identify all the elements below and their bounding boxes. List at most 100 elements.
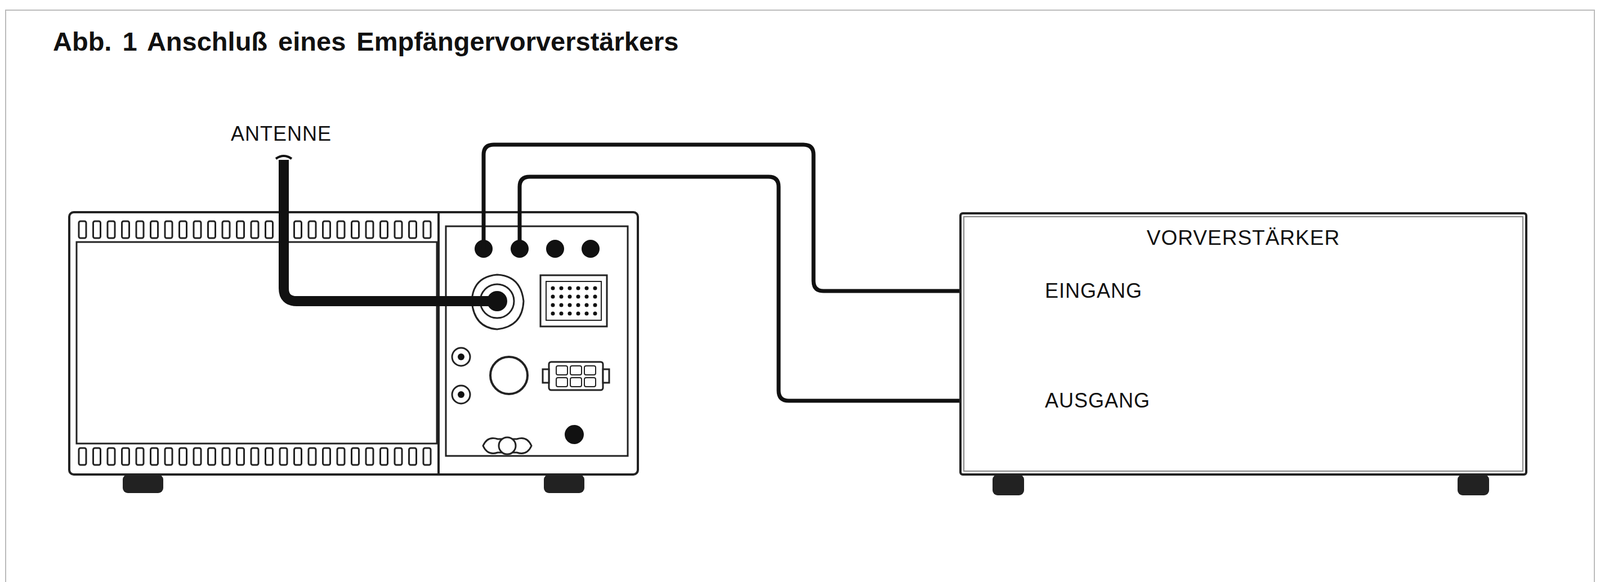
vent-slot [208,221,216,239]
connector-pin [551,286,556,291]
vent-slot [136,221,144,239]
vent-slots [78,448,431,466]
connector-pin [593,311,598,316]
connector-pin [576,295,581,299]
antenna-cable [275,155,292,159]
vent-slot [394,221,402,239]
vent-slot [93,221,101,239]
vent-slot [78,448,87,466]
vent-slot [237,448,245,466]
vent-slot [294,448,302,466]
connector-pin [584,303,589,308]
rear-sockets [581,239,600,258]
power-connector [584,365,596,375]
power-connector [602,369,610,383]
vent-slot [351,221,360,239]
panel-jacks [490,356,528,395]
vent-slot [222,221,230,239]
vent-slot [323,221,331,239]
vent-slot [78,221,87,239]
transceiver [69,212,638,475]
antenna-cable [486,291,508,312]
vent-slot [279,448,288,466]
panel-jacks [452,385,471,404]
multipin-connector [540,275,607,327]
connector-pin [584,295,589,299]
panel-jacks [452,347,471,366]
vent-slot [265,448,274,466]
vent-slot [179,221,187,239]
connector-pin [559,286,564,291]
ground-terminal [498,437,516,455]
panel-jacks [457,391,465,399]
power-connector [570,377,582,387]
ground-terminal [483,425,584,455]
multipin-connector [540,275,607,327]
page-frame [5,10,1595,582]
panel-jacks [452,347,528,404]
connector-pin [551,311,556,316]
connector-pin [568,295,572,299]
connector-pin [576,303,581,308]
vent-slot [107,221,115,239]
connector-pin [593,286,598,291]
vent-slot [423,448,431,466]
signal-wire [483,144,1024,292]
vent-slot [251,221,259,239]
connector-pin [576,311,581,316]
cable-label: ANTENNE [230,122,332,146]
connector-pin [584,311,589,316]
vent-slot [122,448,130,466]
preamp-feet [992,474,1025,496]
vent-slot [179,448,187,466]
antenna-cable [275,155,508,312]
rear-sockets [474,239,600,258]
transceiver [69,212,638,494]
vent-slot [365,448,374,466]
vent-slot [380,448,388,466]
vent-slot [308,221,316,239]
power-connector [542,369,549,383]
vent-slot [251,448,259,466]
antenna-cable [283,159,490,302]
preamp-feet [1457,474,1490,496]
rear-sockets [546,239,565,258]
power-connector [548,361,603,391]
power-connector [542,361,610,391]
vent-slot [365,221,374,239]
transceiver [543,474,585,494]
transceiver [76,242,437,444]
device-box: VORVERSTÄRKER [959,212,1528,476]
vent-slot [122,221,130,239]
vent-slot [294,221,302,239]
multipin-connector [546,281,602,321]
connector-pin [559,311,564,316]
vent-slot [308,448,316,466]
vent-slots [78,221,431,239]
figure-title: Abb. 1 Anschluß eines Empfängervorverstä… [52,27,679,57]
device-name: VORVERSTÄRKER [972,226,1514,250]
vent-slot [136,448,144,466]
vent-slot [222,448,230,466]
vent-slot [323,448,331,466]
vent-slot [409,221,417,239]
power-connector [556,365,568,375]
panel-jacks [457,353,465,361]
vent-slot [150,448,159,466]
connector-pin [568,311,572,316]
connector-pin [593,303,598,308]
connector-pin [559,303,564,308]
vent-slot [193,448,201,466]
vent-slot [380,221,388,239]
vent-slot [237,221,245,239]
power-connector [556,377,568,387]
terminal-label: EINGANG [1044,279,1143,303]
transceiver [122,474,164,494]
connector-pin [551,295,556,299]
vent-slot [337,448,345,466]
vent-slot [351,448,360,466]
power-connector [584,377,596,387]
connector-pin [593,295,598,299]
vent-slot [208,448,216,466]
connector-pin [584,286,589,291]
